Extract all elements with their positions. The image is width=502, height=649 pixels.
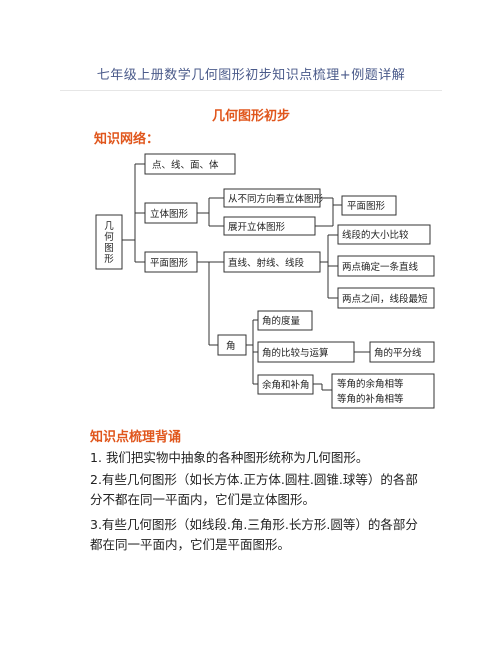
node-box xyxy=(144,153,236,175)
section-title: 几何图形初步 xyxy=(211,109,290,124)
node-box xyxy=(257,374,314,395)
node-equal-complement: 等角的余角相等 xyxy=(337,378,404,390)
node-comp-supp: 余角和补角 xyxy=(262,379,310,391)
node-box xyxy=(223,188,321,208)
node-box xyxy=(257,310,313,331)
node-shortest: 两点之间，线段最短 xyxy=(342,293,428,305)
node-equal-supplement: 等角的补角相等 xyxy=(337,393,404,405)
root-char: 形 xyxy=(104,253,114,265)
node-box xyxy=(144,202,198,224)
paragraph-3: 3.有些几何图形（如线段.角.三角形.长方形.圆等）的各部分都在同一平面内，它们… xyxy=(90,517,418,552)
node-lines: 直线、射线、线段 xyxy=(228,257,305,269)
node-box xyxy=(217,334,247,356)
node-box xyxy=(257,341,355,363)
network-heading: 知识网络： xyxy=(94,132,160,147)
node-box xyxy=(337,287,435,309)
points-heading: 知识点梳理背诵 xyxy=(90,430,182,445)
node-points: 点、线、面、体 xyxy=(152,159,219,171)
node-box xyxy=(223,251,321,273)
node-box xyxy=(341,195,397,216)
node-angle: 角 xyxy=(226,340,236,352)
node-plane-shape: 平面图形 xyxy=(347,200,386,212)
root-char: 何 xyxy=(104,231,114,243)
node-compare-segments: 线段的大小比较 xyxy=(342,229,409,241)
node-angle-ops: 角的比较与运算 xyxy=(262,347,329,359)
node-box xyxy=(223,216,316,236)
root-char: 几 xyxy=(104,221,114,232)
node-box xyxy=(331,373,435,409)
node-solid: 立体图形 xyxy=(150,208,189,220)
node-box xyxy=(337,255,435,277)
root-char: 图 xyxy=(104,243,114,254)
node-box xyxy=(369,341,435,363)
node-views: 从不同方向看立体图形 xyxy=(228,193,324,205)
node-box xyxy=(337,224,431,245)
title-divider xyxy=(60,90,442,91)
node-unfold: 展开立体图形 xyxy=(228,221,286,233)
paragraph-2: 2.有些几何图形（如长方体.正方体.圆柱.圆锥.球等）的各部分不都在同一平面内，… xyxy=(90,472,418,507)
node-bisector: 角的平分线 xyxy=(374,347,422,359)
paragraph-1: 1. 我们把实物中抽象的各种图形统称为几何图形。 xyxy=(90,450,369,465)
node-box xyxy=(144,251,198,273)
node-plane: 平面图形 xyxy=(150,257,189,269)
node-measure: 角的度量 xyxy=(262,315,301,327)
document-title: 七年级上册数学几何图形初步知识点梳理+例题详解 xyxy=(96,68,406,83)
node-two-points: 两点确定一条直线 xyxy=(342,261,419,273)
node-box xyxy=(95,214,123,270)
